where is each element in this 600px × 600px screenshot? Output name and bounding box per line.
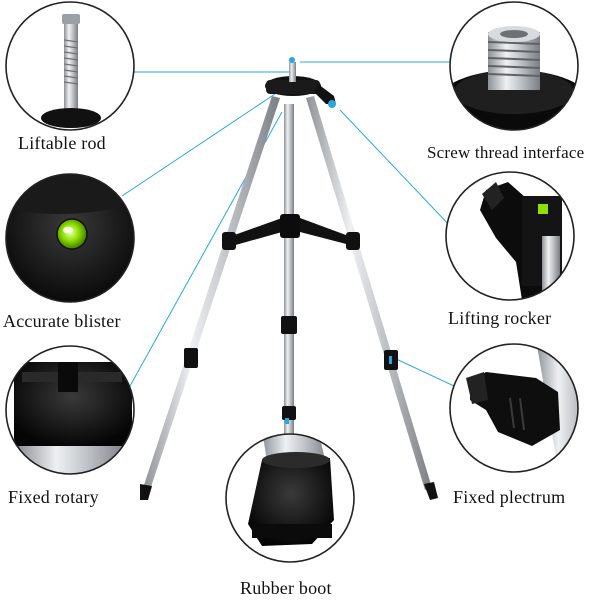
label-screw-thread-interface: Screw thread interface <box>427 143 585 162</box>
fixed-rotary-detail <box>5 345 135 475</box>
label-accurate-blister: Accurate blister <box>3 311 121 331</box>
label-fixed-plectrum: Fixed plectrum <box>453 487 566 507</box>
label-rubber-boot: Rubber boot <box>240 578 332 598</box>
label-liftable-rod: Liftable rod <box>18 133 106 153</box>
fixed-plectrum-detail <box>449 343 579 473</box>
rubber-boot-detail <box>225 433 355 563</box>
leader-lifting-rocker <box>339 109 453 229</box>
leader-accurate-blister <box>121 91 279 197</box>
leader-fixed-plectrum <box>393 357 455 387</box>
tripod-icon <box>140 57 438 500</box>
lifting-rocker-detail <box>445 171 575 301</box>
liftable-rod-detail <box>5 1 135 131</box>
label-fixed-rotary: Fixed rotary <box>8 487 99 507</box>
screw-thread-detail <box>449 1 579 131</box>
accurate-blister-detail <box>5 173 135 303</box>
label-lifting-rocker: Lifting rocker <box>448 308 552 328</box>
